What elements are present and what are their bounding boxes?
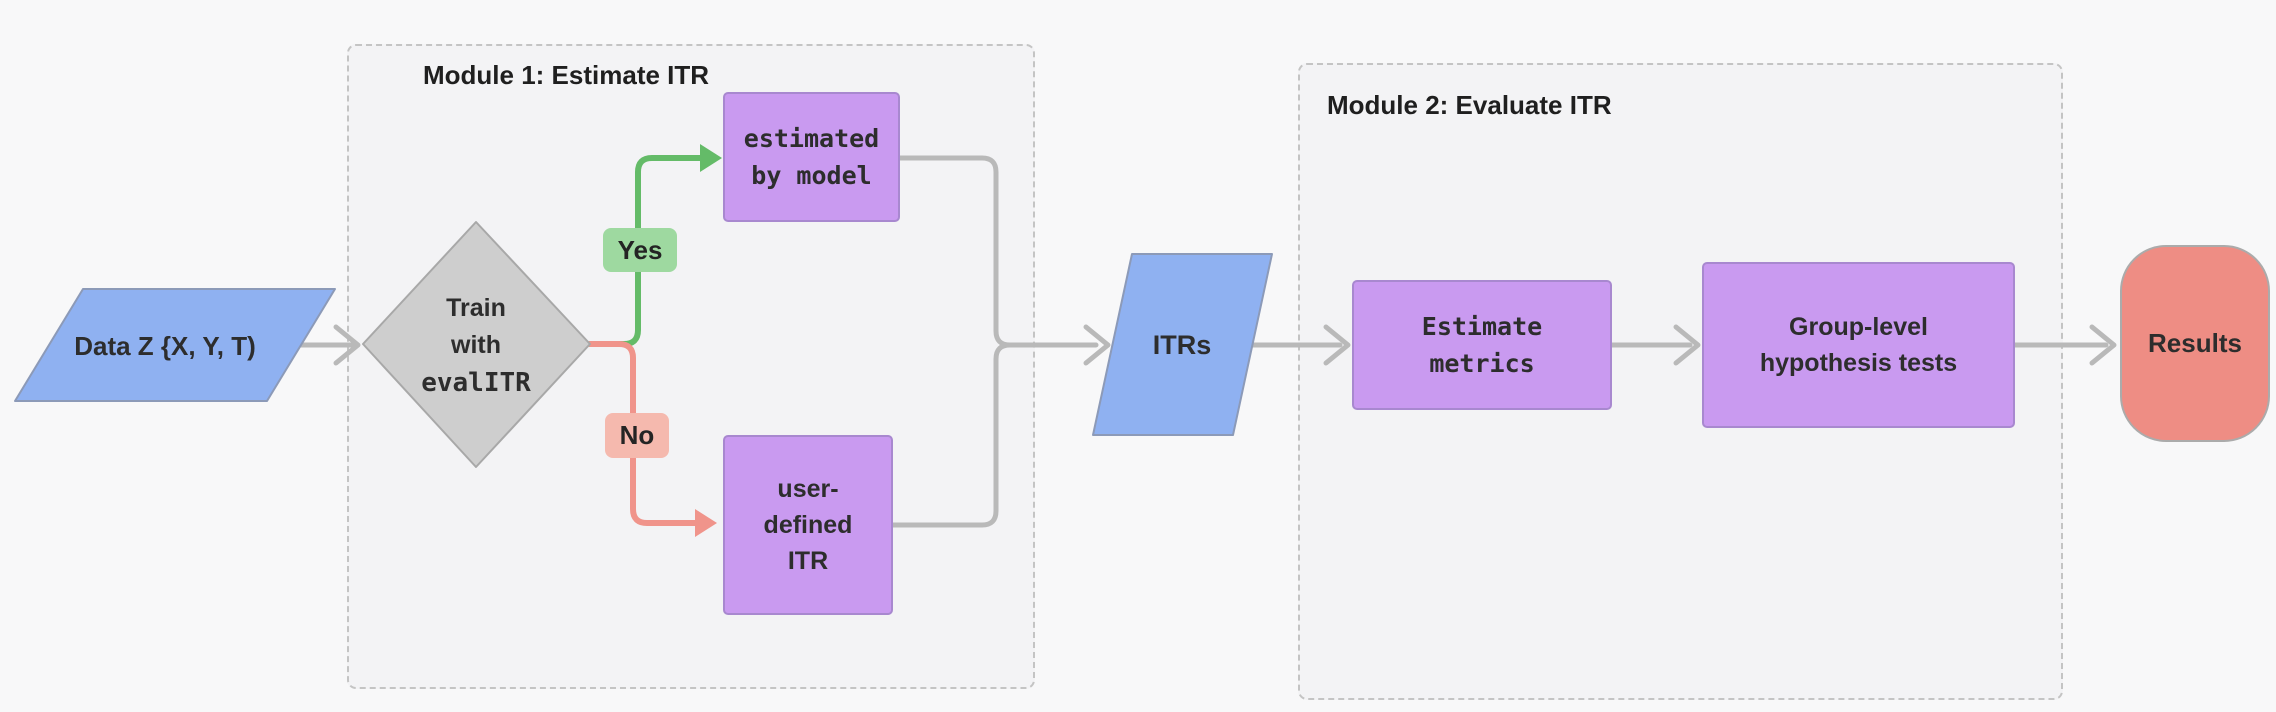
arrowhead-yes xyxy=(700,144,722,172)
yes-edge-label: Yes xyxy=(603,228,677,272)
estimated-line1: estimated xyxy=(743,124,880,153)
estimated-line2: by model xyxy=(751,161,872,190)
module1-container xyxy=(347,44,1035,689)
data-input-parallelogram xyxy=(14,288,336,402)
decision-line2: with xyxy=(451,330,501,359)
userdef-line2: defined xyxy=(763,511,853,539)
userdef-line1: user- xyxy=(777,475,839,503)
group-line1: Group-level xyxy=(1789,313,1928,341)
metrics-line1: Estimate xyxy=(1421,312,1543,341)
itrs-parallelogram xyxy=(1092,253,1273,436)
node-estimated-by-model: estimated by model xyxy=(723,92,900,222)
edge-estimated-to-itrs xyxy=(897,155,1099,348)
module2-container xyxy=(1298,63,2063,700)
arrowhead-itrs xyxy=(1083,324,1111,366)
module2-title: Module 2: Evaluate ITR xyxy=(1327,90,1612,120)
node-estimate-metrics: Estimate metrics xyxy=(1352,280,1612,410)
arrowhead-results xyxy=(2089,324,2117,366)
node-group-level-tests: Group-level hypothesis tests xyxy=(1702,262,2015,428)
decision-diamond xyxy=(362,221,591,468)
data-input-label: Data Z {X, Y, T) xyxy=(74,330,256,361)
userdef-line3: ITR xyxy=(787,547,829,575)
arrowhead-metrics xyxy=(1323,324,1351,366)
group-line2: hypothesis tests xyxy=(1759,349,1958,377)
arrowhead-no xyxy=(695,509,717,537)
decision-label: Train with evalITR xyxy=(386,288,566,403)
decision-line1: Train xyxy=(446,293,506,322)
arrowhead-grouptests xyxy=(1673,324,1701,366)
edge-userdefined-to-itrs xyxy=(890,342,1013,528)
decision-line3: evalITR xyxy=(421,367,531,398)
itrs-label: ITRs xyxy=(1152,329,1212,360)
no-edge-label: No xyxy=(605,413,669,458)
metrics-line2: metrics xyxy=(1429,349,1535,378)
arrowhead-decision xyxy=(333,324,361,366)
node-user-defined-itr: user- defined ITR xyxy=(723,435,893,615)
node-results: Results xyxy=(2120,245,2270,442)
module1-title: Module 1: Estimate ITR xyxy=(423,60,710,90)
